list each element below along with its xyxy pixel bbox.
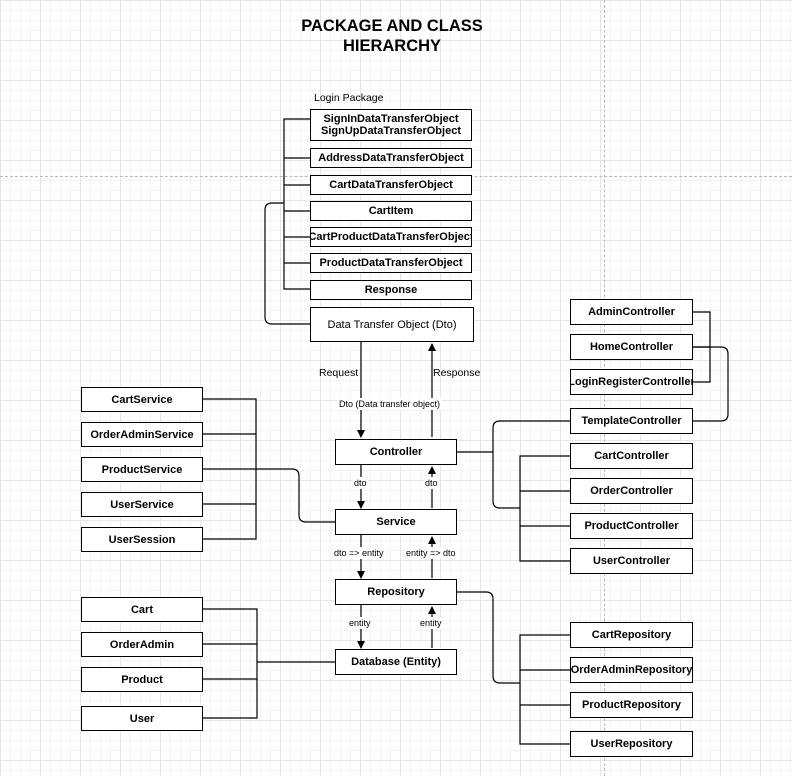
ctrl-svc-dto-up-label: dto bbox=[424, 477, 439, 489]
signin-dto-label: SignInDataTransferObject bbox=[323, 113, 459, 125]
controller-cart[interactable]: CartController bbox=[570, 443, 693, 469]
service-orderadminservice[interactable]: OrderAdminService bbox=[81, 422, 203, 447]
repository-orderadmin[interactable]: OrderAdminRepository bbox=[570, 657, 693, 683]
repository-to-repos bbox=[457, 591, 520, 684]
repository-product[interactable]: ProductRepository bbox=[570, 692, 693, 718]
cartitem-box[interactable]: CartItem bbox=[310, 201, 472, 221]
dto-layer-box[interactable]: Data Transfer Object (Dto) bbox=[310, 307, 474, 342]
database-layer-box[interactable]: Database (Entity) bbox=[335, 649, 457, 675]
response-label: Response bbox=[433, 367, 481, 379]
controller-product[interactable]: ProductController bbox=[570, 513, 693, 539]
service-usersession[interactable]: UserSession bbox=[81, 527, 203, 552]
dto-caption-label: Dto (Data transfer object) bbox=[338, 398, 442, 410]
controller-loginregister[interactable]: LoginRegisterController bbox=[570, 369, 693, 395]
cart-dto-box[interactable]: CartDataTransferObject bbox=[310, 175, 472, 195]
response-class-box[interactable]: Response bbox=[310, 280, 472, 300]
diagram-title-line1: PACKAGE AND CLASS bbox=[301, 17, 483, 35]
svc-repo-up-label: entity => dto bbox=[405, 547, 457, 559]
template-branch bbox=[492, 420, 570, 452]
diagram-title: PACKAGE AND CLASS HIERARCHY bbox=[250, 16, 534, 56]
request-label: Request bbox=[319, 367, 359, 379]
entity-product[interactable]: Product bbox=[81, 667, 203, 692]
diagram-title-line2: HIERARCHY bbox=[342, 37, 442, 55]
ctrl-svc-dto-down-label: dto bbox=[353, 477, 368, 489]
login-dto-box[interactable]: SignInDataTransferObject SignUpDataTrans… bbox=[310, 109, 472, 141]
login-package-label: Login Package bbox=[314, 92, 384, 104]
cartproduct-dto-box[interactable]: CartProductDataTransferObject bbox=[310, 227, 472, 247]
controller-layer-box[interactable]: Controller bbox=[335, 439, 457, 465]
entity-orderadmin[interactable]: OrderAdmin bbox=[81, 632, 203, 657]
entity-cart[interactable]: Cart bbox=[81, 597, 203, 622]
repo-db-up-label: entity bbox=[419, 617, 443, 629]
productservice-to-service bbox=[203, 468, 335, 523]
controller-user[interactable]: UserController bbox=[570, 548, 693, 574]
repos-bracket bbox=[519, 634, 570, 745]
entity-user[interactable]: User bbox=[81, 706, 203, 731]
controller-order[interactable]: OrderController bbox=[570, 478, 693, 504]
controller-to-subcontrollers bbox=[457, 451, 520, 509]
svc-repo-down-label: dto => entity bbox=[333, 547, 385, 559]
dto-bracket-line bbox=[283, 118, 310, 290]
controller-template[interactable]: TemplateController bbox=[570, 408, 693, 434]
controller-admin[interactable]: AdminController bbox=[570, 299, 693, 325]
entities-bracket bbox=[203, 608, 258, 719]
dto-to-group-link bbox=[264, 202, 310, 325]
repo-db-down-label: entity bbox=[348, 617, 372, 629]
repository-cart[interactable]: CartRepository bbox=[570, 622, 693, 648]
subcontrollers-bracket bbox=[519, 455, 570, 562]
repository-user[interactable]: UserRepository bbox=[570, 731, 693, 757]
signup-dto-label: SignUpDataTransferObject bbox=[321, 125, 461, 137]
home-to-template bbox=[693, 346, 729, 422]
service-productservice[interactable]: ProductService bbox=[81, 457, 203, 482]
repository-layer-box[interactable]: Repository bbox=[335, 579, 457, 605]
controller-home[interactable]: HomeController bbox=[570, 334, 693, 360]
service-userservice[interactable]: UserService bbox=[81, 492, 203, 517]
service-cartservice[interactable]: CartService bbox=[81, 387, 203, 412]
service-layer-box[interactable]: Service bbox=[335, 509, 457, 535]
address-dto-box[interactable]: AddressDataTransferObject bbox=[310, 148, 472, 168]
product-dto-box[interactable]: ProductDataTransferObject bbox=[310, 253, 472, 273]
